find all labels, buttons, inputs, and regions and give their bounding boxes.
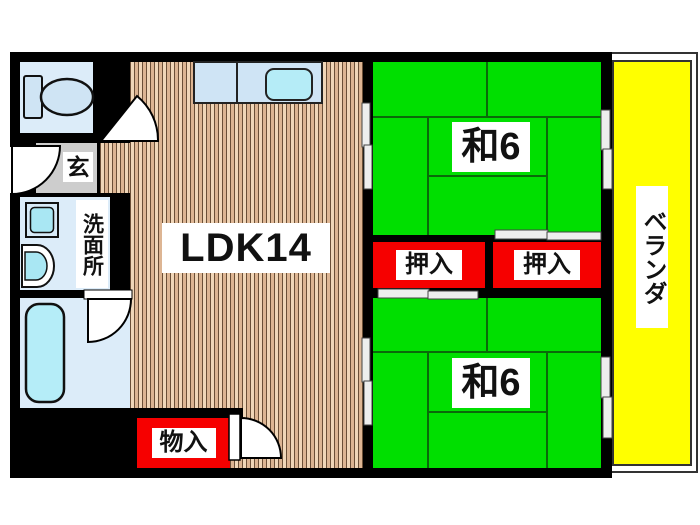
ldk-label: LDK14 [162, 223, 330, 273]
closet-top-label: 押入 [396, 250, 462, 280]
storage: 物入 [137, 418, 230, 468]
closet-top: 押入 [373, 242, 485, 288]
tatami-seam [486, 298, 488, 353]
room-bathroom [20, 298, 130, 408]
japanese-room-top-label: 和6 [452, 122, 530, 172]
tatami-seam [486, 62, 488, 118]
room-toilet [20, 62, 93, 133]
veranda-label: ベランダ [636, 186, 668, 328]
washroom-label: 洗面所 [76, 200, 108, 288]
tatami-seam [427, 175, 548, 177]
closet-bottom: 押入 [493, 242, 601, 288]
tatami-seam [427, 351, 429, 468]
closet-bottom-label: 押入 [514, 250, 580, 280]
japanese-room-bottom-label: 和6 [452, 358, 530, 408]
tatami-seam [427, 411, 548, 413]
wall-above-storage [128, 408, 243, 418]
wall-block-bottom-left [10, 408, 140, 478]
hallway-floor [100, 143, 130, 193]
tatami-seam [546, 351, 548, 468]
storage-label: 物入 [151, 428, 216, 458]
room-veranda [612, 60, 692, 466]
entrance-label: 玄 [63, 152, 93, 182]
